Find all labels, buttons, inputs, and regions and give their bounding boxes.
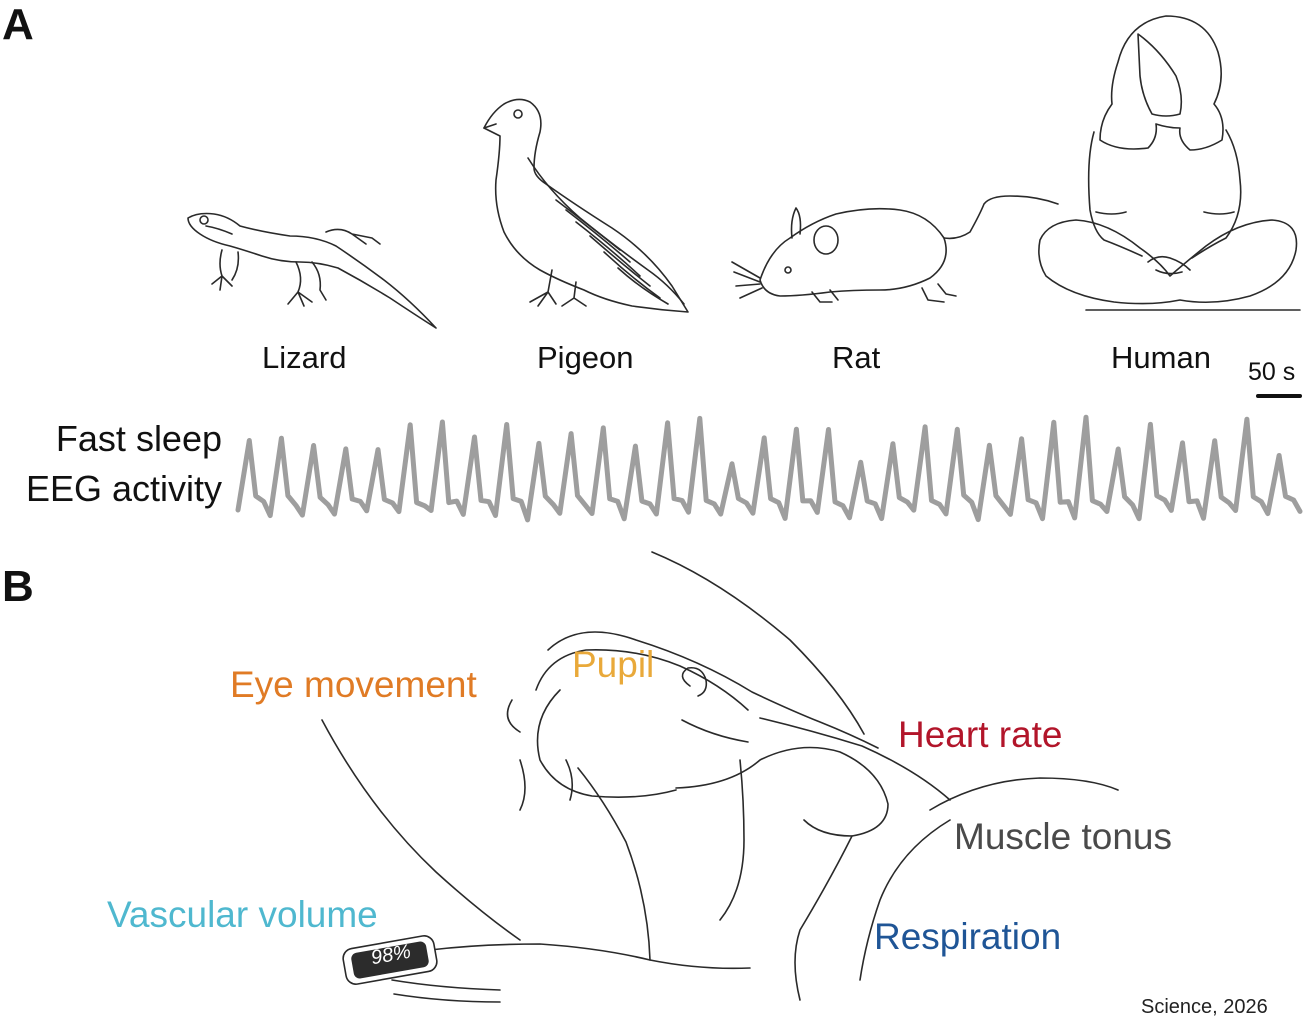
label-eye-movement: Eye movement (230, 664, 477, 705)
species-label-pigeon: Pigeon (537, 340, 634, 375)
image-credit: Science, 2026 (1141, 996, 1268, 1018)
pigeon-illustration (483, 98, 689, 313)
human-illustration (1038, 15, 1301, 311)
lizard-illustration (187, 212, 437, 329)
species-label-lizard: Lizard (262, 340, 347, 375)
label-pupil: Pupil (572, 644, 655, 685)
pulse-oximeter (342, 935, 438, 985)
eeg-label-line1: Fast sleep (55, 418, 222, 459)
eeg-row-label: Fast sleep EEG activity (0, 414, 222, 514)
eeg-label-line2: EEG activity (25, 468, 222, 509)
panel-a-letter: A (2, 0, 34, 49)
label-muscle-tonus: Muscle tonus (954, 816, 1172, 857)
rat-illustration (731, 195, 1059, 303)
species-label-human: Human (1111, 340, 1211, 375)
species-label-rat: Rat (832, 340, 881, 375)
scale-bar-label: 50 s (1248, 358, 1296, 386)
sleeping-person-illustration (321, 551, 1119, 1003)
label-respiration: Respiration (874, 916, 1062, 957)
label-vascular-volume: Vascular volume (107, 894, 378, 935)
label-heart-rate: Heart rate (898, 714, 1063, 755)
panel-b-letter: B (2, 562, 34, 611)
eeg-trace (235, 414, 1303, 523)
